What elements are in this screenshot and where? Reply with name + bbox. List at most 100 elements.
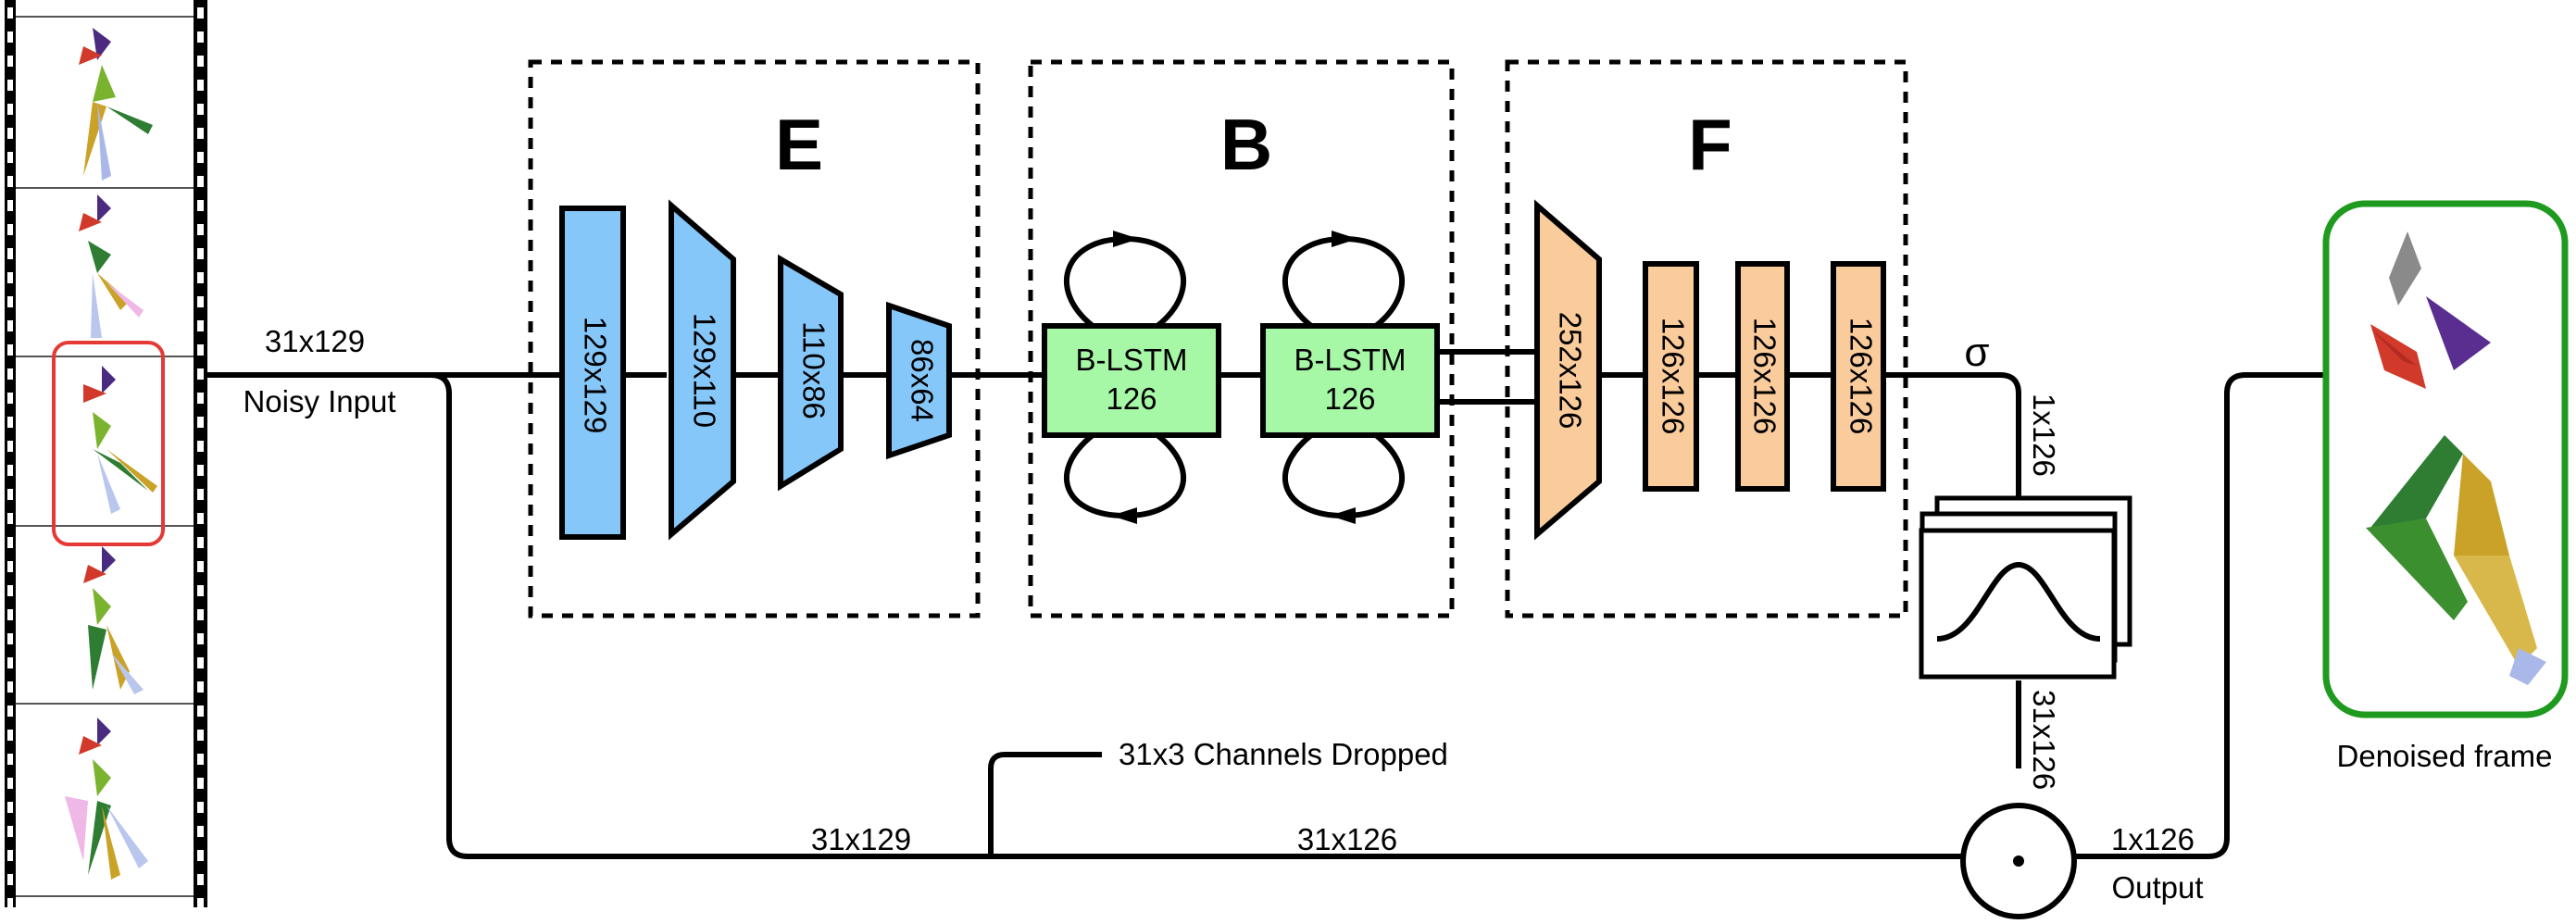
film-hole <box>197 80 204 91</box>
film-hole <box>7 80 13 91</box>
film-hole <box>197 200 204 211</box>
film-hole <box>197 104 204 115</box>
encoder-layer-3: 110x86 <box>778 254 844 492</box>
film-hole <box>197 152 204 163</box>
film-hole <box>7 754 13 765</box>
film-hole <box>7 176 13 187</box>
gaussian-dims: 31x126 <box>2027 690 2061 790</box>
denoised-frame-label: Denoised frame <box>2337 739 2553 773</box>
film-hole <box>197 368 204 380</box>
film-hole <box>7 465 13 476</box>
film-hole <box>197 31 204 43</box>
svg-text:B-LSTM: B-LSTM <box>1075 343 1187 377</box>
sigma-symbol: σ <box>1964 330 1989 375</box>
sigma-dims: 1x126 <box>2027 393 2061 477</box>
film-hole <box>7 296 13 307</box>
film-hole <box>197 224 204 235</box>
film-hole <box>7 489 13 500</box>
encoder-layer-1: 129x129 <box>559 206 626 540</box>
film-hole <box>197 802 204 813</box>
svg-text:B-LSTM: B-LSTM <box>1294 343 1406 377</box>
film-hole <box>7 368 13 380</box>
svg-text:110x86: 110x86 <box>796 321 831 419</box>
film-hole <box>197 754 204 765</box>
multiply-node <box>1960 803 2077 919</box>
film-hole <box>197 537 204 548</box>
film-hole <box>7 681 13 693</box>
film-hole <box>197 826 204 837</box>
film-hole <box>7 56 13 67</box>
film-hole <box>7 730 13 741</box>
skeleton-frame-4 <box>83 546 144 694</box>
blstm-cell-1: B-LSTM 126 <box>1042 231 1221 524</box>
film-hole <box>7 344 13 356</box>
film-hole <box>197 296 204 307</box>
film-hole <box>7 441 13 452</box>
film-hole <box>197 681 204 693</box>
film-hole <box>7 633 13 644</box>
channels-dropped-label: 31x3 Channels Dropped <box>1119 737 1448 771</box>
svg-text:126x126: 126x126 <box>1844 318 1878 435</box>
film-hole <box>7 152 13 163</box>
film-hole <box>197 705 204 717</box>
svg-text:86x64: 86x64 <box>905 339 939 422</box>
film-hole <box>197 176 204 187</box>
film-hole <box>197 730 204 741</box>
output-label: Output <box>2111 870 2203 905</box>
film-hole <box>7 609 13 620</box>
film-hole <box>197 561 204 572</box>
film-hole <box>7 802 13 813</box>
film-hole <box>197 489 204 500</box>
svg-text:129x129: 129x129 <box>578 317 612 434</box>
film-hole <box>7 248 13 259</box>
film-hole <box>197 248 204 259</box>
film-hole <box>7 272 13 283</box>
fusion-layer-2: 126x126 <box>1643 261 1699 492</box>
fusion-layer-1: 252x126 <box>1534 199 1602 541</box>
film-hole <box>7 874 13 885</box>
film-hole <box>197 778 204 789</box>
svg-text:126: 126 <box>1324 381 1375 416</box>
svg-text:126x126: 126x126 <box>1747 318 1782 435</box>
skeleton-frame-3 <box>83 366 157 514</box>
film-hole <box>197 393 204 404</box>
svg-text:129x110: 129x110 <box>687 313 721 428</box>
film-hole <box>7 850 13 861</box>
svg-text:126: 126 <box>1106 381 1157 416</box>
encoder-layer-4: 86x64 <box>886 301 952 460</box>
film-strip <box>5 0 207 909</box>
skeleton-frame-2 <box>79 194 144 338</box>
film-hole <box>197 320 204 331</box>
film-hole <box>7 393 13 404</box>
blstm-cell-2: B-LSTM 126 <box>1260 231 1440 524</box>
svg-text:252x126: 252x126 <box>1553 312 1587 430</box>
fusion-layer-3: 126x126 <box>1735 261 1790 492</box>
denoised-frame <box>2322 200 2569 718</box>
film-hole <box>7 826 13 837</box>
encoder-layer-2: 129x110 <box>669 199 736 541</box>
film-hole <box>7 778 13 789</box>
film-hole <box>7 200 13 211</box>
film-hole <box>197 513 204 524</box>
film-hole <box>7 31 13 43</box>
film-hole <box>197 609 204 620</box>
film-hole <box>7 657 13 668</box>
film-hole <box>197 874 204 885</box>
film-hole <box>7 7 13 19</box>
film-hole <box>197 657 204 668</box>
film-hole <box>197 850 204 861</box>
film-hole <box>7 320 13 331</box>
film-hole <box>197 344 204 356</box>
output-dims: 1x126 <box>2111 822 2195 856</box>
encoder-title: E <box>775 104 823 185</box>
film-hole <box>7 537 13 548</box>
film-hole <box>7 898 13 909</box>
highlighted-input-frame <box>52 341 165 546</box>
gaussian-curve-icon <box>1936 561 2101 642</box>
film-hole <box>197 56 204 67</box>
fusion-title: F <box>1688 104 1732 185</box>
film-hole <box>7 585 13 596</box>
svg-text:126x126: 126x126 <box>1656 318 1690 435</box>
bottleneck-group <box>1028 59 1455 618</box>
